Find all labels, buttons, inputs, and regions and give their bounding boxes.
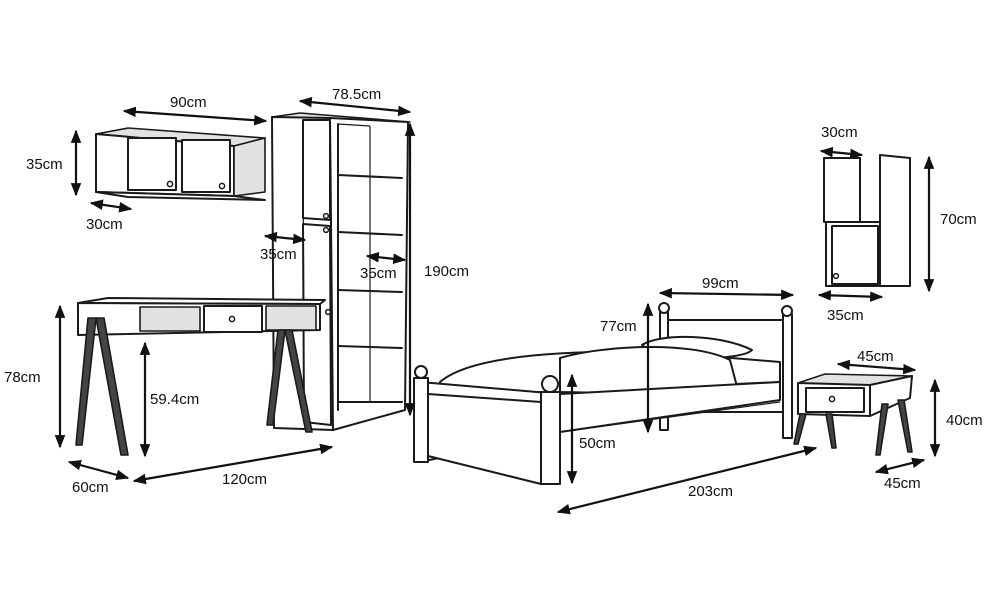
bookcase bbox=[271, 112, 411, 431]
label-bookcase-depth-right: 35cm bbox=[360, 265, 397, 282]
dimension-lines bbox=[54, 96, 941, 515]
small-wall-shelf bbox=[823, 154, 911, 287]
label-bed-length: 203cm bbox=[688, 483, 733, 500]
desk-knob-icon bbox=[228, 315, 236, 323]
dim-arrow-wall-shelf-depth bbox=[89, 199, 133, 213]
dim-arrow-bed-headboard-width bbox=[658, 287, 795, 301]
label-small-shelf-width: 35cm bbox=[827, 307, 864, 324]
dim-arrow-bookcase-depth-left bbox=[263, 231, 307, 245]
label-desk-height: 78cm bbox=[4, 369, 41, 386]
label-bookcase-width: 78.5cm bbox=[332, 86, 381, 103]
shelf-knob-icon bbox=[166, 180, 174, 188]
dim-arrow-bookcase-width bbox=[298, 96, 412, 117]
label-bookcase-height: 190cm bbox=[424, 263, 469, 280]
label-small-shelf-depth: 30cm bbox=[821, 124, 858, 141]
dim-arrow-small-shelf-depth bbox=[819, 146, 864, 160]
wall-shelf bbox=[95, 127, 266, 201]
label-nightstand-height: 40cm bbox=[946, 412, 983, 429]
label-nightstand-depth: 45cm bbox=[884, 475, 921, 492]
label-wall-shelf-depth: 30cm bbox=[86, 216, 123, 233]
bookcase-knob-icon bbox=[322, 226, 330, 234]
shelf-knob-icon bbox=[218, 182, 226, 190]
dim-arrow-bookcase-depth-right bbox=[365, 251, 407, 265]
label-desk-depth: 60cm bbox=[72, 479, 109, 496]
label-desk-width: 120cm bbox=[222, 471, 267, 488]
desk bbox=[75, 297, 326, 456]
bed bbox=[413, 302, 793, 485]
dim-arrow-small-shelf-width bbox=[817, 290, 884, 302]
small-shelf-knob-icon bbox=[832, 272, 840, 280]
dim-arrow-desk-depth bbox=[67, 460, 130, 480]
label-small-shelf-height: 70cm bbox=[940, 211, 977, 228]
nightstand bbox=[793, 373, 913, 456]
dim-arrow-desk-width bbox=[132, 443, 334, 485]
label-bed-side-height: 50cm bbox=[579, 435, 616, 452]
dim-arrow-nightstand-width bbox=[836, 359, 917, 375]
label-bookcase-depth-left: 35cm bbox=[260, 246, 297, 263]
label-bed-headboard-height: 77cm bbox=[600, 318, 637, 335]
dim-arrow-wall-shelf-width bbox=[122, 106, 268, 126]
dimension-labels: 90cm 35cm 30cm 78.5cm 190cm 35cm 35cm 78… bbox=[4, 86, 983, 500]
nightstand-knob-icon bbox=[828, 395, 836, 403]
bookcase-knob-icon bbox=[324, 308, 332, 316]
dim-arrow-nightstand-depth bbox=[874, 457, 926, 475]
bookcase-knob-icon bbox=[322, 212, 330, 220]
label-wall-shelf-width: 90cm bbox=[170, 94, 207, 111]
dim-arrow-bed-length bbox=[556, 445, 818, 515]
label-bed-headboard-width: 99cm bbox=[702, 275, 739, 292]
label-nightstand-width: 45cm bbox=[857, 348, 894, 365]
label-desk-leg-clearance: 59.4cm bbox=[150, 391, 199, 408]
label-wall-shelf-height: 35cm bbox=[26, 156, 63, 173]
